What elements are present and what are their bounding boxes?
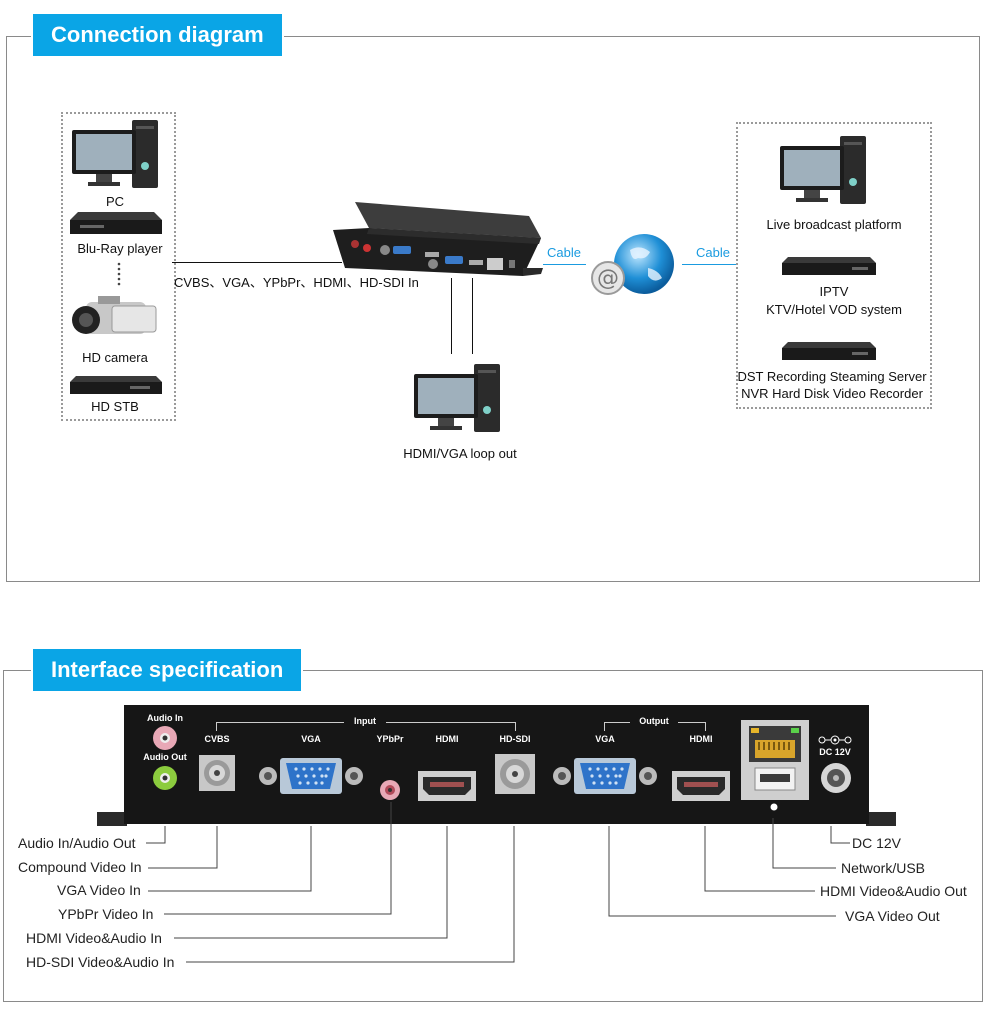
vga-out-port-icon xyxy=(553,758,657,794)
cvbs-bnc-port-icon xyxy=(199,755,235,791)
left-label-vga-video: VGA Video In xyxy=(57,882,141,898)
output-group-label: Output xyxy=(630,716,678,726)
input-group-label: Input xyxy=(344,716,386,726)
hdmi-out-port-label: HDMI xyxy=(689,734,713,744)
status-led-icon xyxy=(770,803,778,811)
target-label-nvr: NVR Hard Disk Video Recorder xyxy=(741,386,923,401)
target-label-iptv: IPTV xyxy=(819,284,849,299)
svg-text:@: @ xyxy=(597,266,619,291)
inputs-label: CVBS、VGA、YPbPr、HDMI、HD-SDI In xyxy=(174,275,419,290)
hd-camera-icon xyxy=(72,296,157,334)
ypbpr-port-label: YPbPr xyxy=(376,734,404,744)
loop-out-line-1 xyxy=(451,278,452,354)
right-label-dc: DC 12V xyxy=(852,835,902,851)
dc-port-label: DC 12V xyxy=(819,747,851,757)
loop-out-label: HDMI/VGA loop out xyxy=(403,446,517,461)
cable-line-left xyxy=(543,264,586,265)
hd-sdi-bnc-port-icon xyxy=(495,754,535,794)
blu-ray-player-icon xyxy=(70,212,162,234)
target-pc-icon xyxy=(780,136,866,204)
audio-in-port-label: Audio In xyxy=(147,713,183,723)
input-connection-line xyxy=(172,262,342,263)
audio-out-port-label: Audio Out xyxy=(143,752,187,762)
cvbs-port-label: CVBS xyxy=(204,734,230,744)
target-label-dst-recording: DST Recording Steaming Server xyxy=(737,369,927,384)
vga-out-port-label: VGA xyxy=(595,734,615,744)
vga-in-port-label: VGA xyxy=(301,734,321,744)
source-label-pc: PC xyxy=(105,194,125,209)
cable-label-right: Cable xyxy=(696,245,730,260)
interface-spec-title: Interface specification xyxy=(33,649,302,691)
target-recorder-box-icon xyxy=(782,342,876,360)
target-iptv-box-icon xyxy=(782,257,876,275)
hd-sdi-port-label: HD-SDI xyxy=(499,734,531,744)
audio-out-jack-icon xyxy=(153,766,177,790)
target-label-live-broadcast: Live broadcast platform xyxy=(766,217,902,232)
hdmi-out-port-icon xyxy=(672,771,730,801)
source-label-hd-stb: HD STB xyxy=(91,399,139,414)
device-mount-ear-right xyxy=(866,812,896,826)
right-label-vga-out: VGA Video Out xyxy=(845,908,940,924)
source-label-blu-ray-player: Blu-Ray player xyxy=(77,241,163,256)
audio-in-jack-icon xyxy=(153,726,177,750)
loop-out-line-2 xyxy=(472,278,473,354)
dc-power-jack-icon xyxy=(821,763,851,793)
pc-icon xyxy=(72,120,158,188)
ypbpr-jack-icon xyxy=(380,780,400,800)
cable-label-left: Cable xyxy=(547,245,581,260)
network-usb-port-icon xyxy=(741,720,809,800)
cable-line-right xyxy=(682,264,736,265)
left-label-audio: Audio In/Audio Out xyxy=(18,835,136,851)
left-label-ypbpr-video: YPbPr Video In xyxy=(58,906,154,922)
right-label-hdmi-out: HDMI Video&Audio Out xyxy=(820,883,967,899)
left-label-hd-sdi-in: HD-SDI Video&Audio In xyxy=(26,954,175,970)
left-label-hdmi-in: HDMI Video&Audio In xyxy=(26,930,162,946)
hd-stb-icon xyxy=(70,376,162,394)
hdmi-in-port-label: HDMI xyxy=(435,734,459,744)
connection-diagram-title: Connection diagram xyxy=(33,14,282,56)
right-label-network-usb: Network/USB xyxy=(841,860,926,876)
vga-in-port-icon xyxy=(259,758,363,794)
dc-polarity-icon xyxy=(818,735,852,745)
more-devices-ellipsis xyxy=(117,262,121,286)
source-label-hd-camera: HD camera xyxy=(82,350,148,365)
hdmi-in-port-icon xyxy=(418,771,476,801)
left-label-compound-video: Compound Video In xyxy=(18,859,142,875)
target-label-ktv-hotel: KTV/Hotel VOD system xyxy=(766,302,902,317)
device-mount-ear-left xyxy=(97,812,127,826)
encoder-device-icon xyxy=(333,202,543,276)
internet-globe-icon: @ xyxy=(591,234,674,295)
loop-out-pc-icon xyxy=(414,364,500,432)
